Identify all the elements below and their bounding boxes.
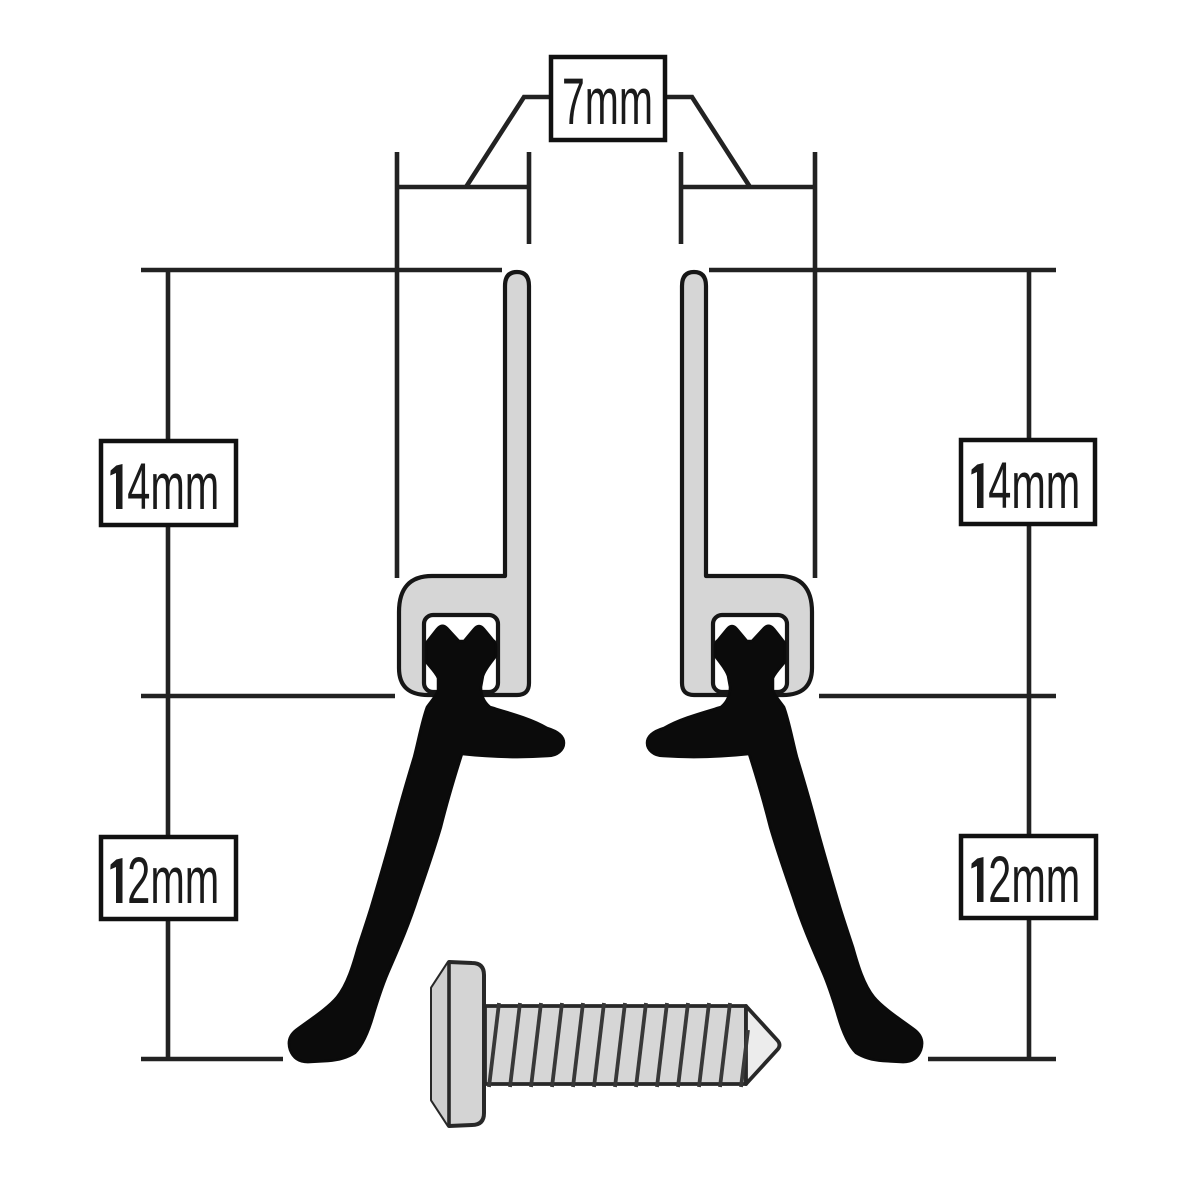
svg-text:7mm: 7mm	[562, 64, 653, 138]
svg-text:2mm: 2mm	[988, 842, 1080, 916]
svg-text:4mm: 4mm	[988, 448, 1080, 522]
svg-text:4mm: 4mm	[127, 449, 219, 523]
svg-text:2mm: 2mm	[127, 843, 219, 917]
